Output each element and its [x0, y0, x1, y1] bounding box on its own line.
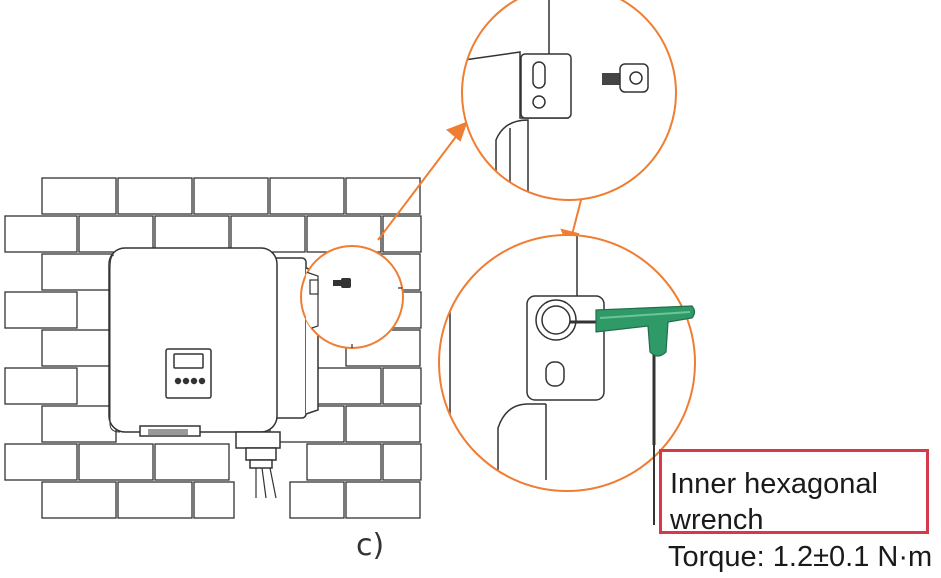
- hex-screw-small: [333, 278, 351, 288]
- hex-wrench: [570, 305, 696, 525]
- wrench-label-line2: wrench: [670, 504, 764, 536]
- brick-wall: [4, 177, 422, 519]
- bottom-detail-view: [438, 234, 696, 492]
- mounting-bracket-installed: [526, 295, 605, 401]
- step-label: c): [356, 528, 385, 563]
- small-callout: [300, 245, 404, 349]
- torque-label: Torque: 1.2±0.1 N·m: [668, 541, 933, 573]
- lcd-display: [165, 348, 212, 399]
- control-buttons: [174, 377, 206, 385]
- wrench-label: Inner hexagonal wrench: [670, 466, 930, 538]
- hex-screw: [602, 63, 649, 93]
- inverter-unit: [108, 247, 319, 499]
- wrench-label-line1: Inner hexagonal: [670, 468, 878, 500]
- mounting-bracket: [520, 53, 572, 119]
- wrench-label-box: [659, 449, 929, 534]
- top-detail-view: [461, 0, 677, 201]
